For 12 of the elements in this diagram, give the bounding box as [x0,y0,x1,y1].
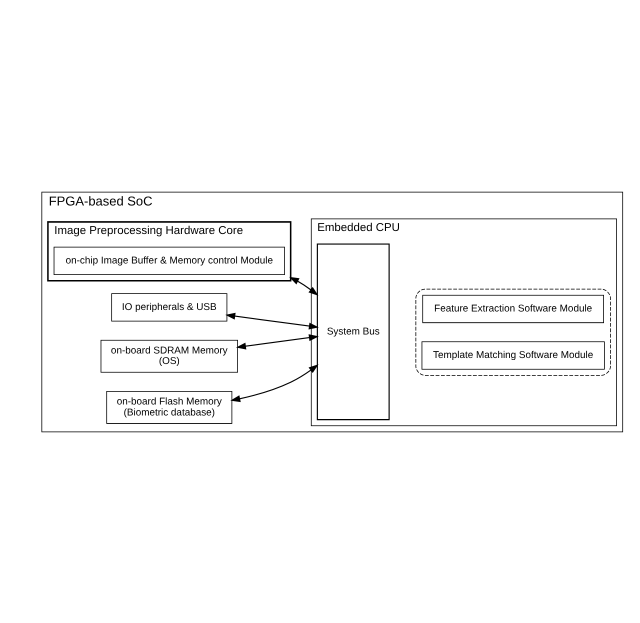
arrow [236,334,319,350]
node-box: IO peripherals & USB [111,292,228,322]
node-box: System Bus [316,243,390,420]
arrow [225,312,319,329]
node-box: on-board Flash Memory (Biometric database) [106,390,232,424]
arrow [230,364,319,402]
cluster [415,288,611,376]
node-box: on-chip Image Buffer & Memory control Module [54,246,285,274]
node-box: on-board SDRAM Memory (OS) [100,339,238,372]
arrow [289,276,318,296]
node-box: Template Matching Software Module [422,340,605,370]
node-box: Feature Extraction Software Module [422,294,604,323]
